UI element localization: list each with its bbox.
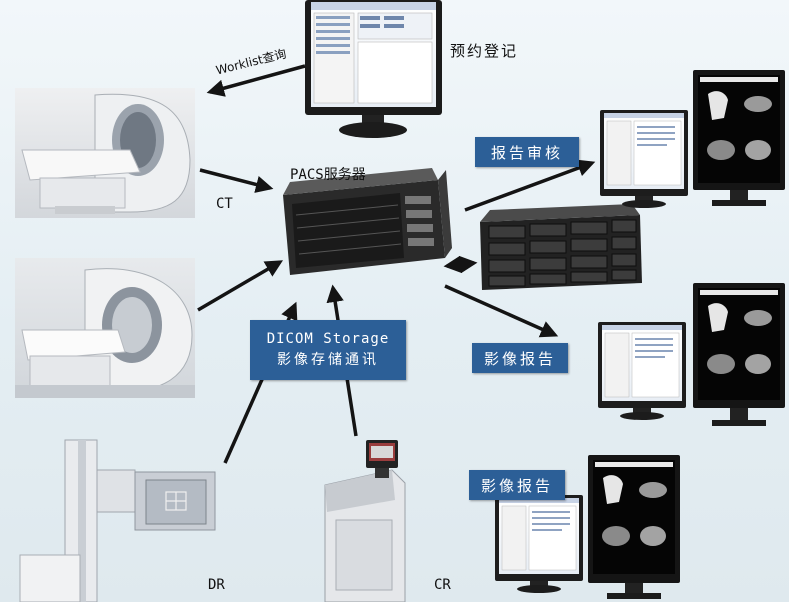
report-review-tag: 报告审核 [475,137,579,167]
dr-system [19,439,216,602]
flow-arrows [197,64,596,464]
arrow-mri-to-pacs [197,260,284,312]
arrow-pacs-storage-bidirectional [443,255,478,274]
review-workstation [600,70,785,208]
dicom-storage-subtitle: 影像存储通讯 [277,352,379,368]
dr-label: DR [208,577,225,593]
report-workstation-2 [495,455,680,599]
image-report-tag-1: 影像报告 [472,343,568,373]
booking-label: 预约登记 [450,42,519,60]
image-report-tag-2: 影像报告 [469,470,565,500]
arrow-pacs-to-report [444,284,559,338]
dicom-storage-box: DICOM Storage 影像存储通讯 [250,320,406,380]
ct-label: CT [216,196,233,212]
ct-scanner [15,88,195,218]
report-workstation-1 [598,283,785,426]
dicom-storage-title: DICOM Storage [266,331,390,347]
cr-label: CR [434,577,451,593]
booking-workstation [305,0,442,138]
pacs-server-unit [283,168,452,275]
pacs-server-label: PACS服务器 [290,167,366,183]
arrow-ct-to-pacs [199,168,274,193]
arrow-worklist-to-ct [206,64,306,97]
mri-scanner [15,258,195,398]
storage-array [480,204,642,290]
arrow-pacs-to-review [464,159,596,212]
cr-reader [324,440,406,602]
